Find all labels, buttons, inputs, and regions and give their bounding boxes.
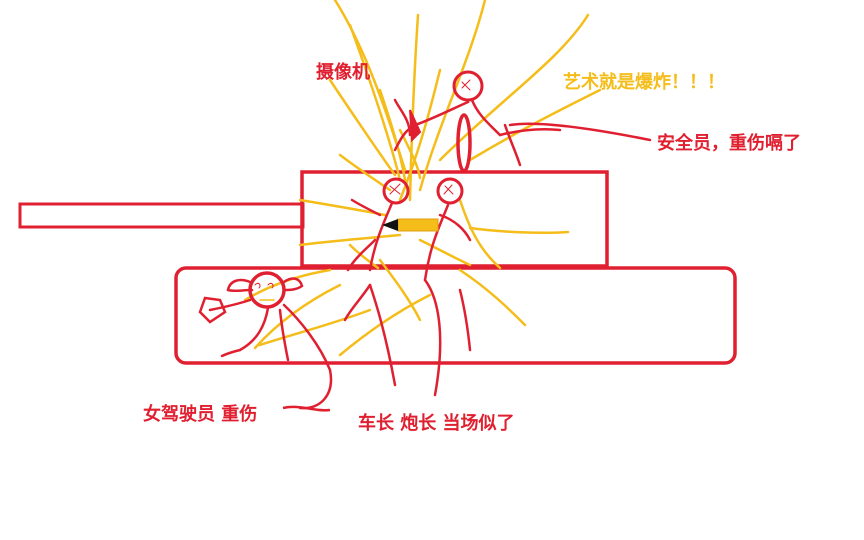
label-safety-officer: 安全员，重伤嗝了 bbox=[657, 133, 801, 154]
camera-icon bbox=[409, 109, 422, 143]
tank-hull bbox=[174, 266, 737, 365]
driver-pointer bbox=[282, 405, 331, 412]
driver-figure bbox=[198, 271, 333, 410]
gunner-figure bbox=[423, 177, 472, 397]
pencil-icon bbox=[382, 218, 439, 232]
tank-turret bbox=[300, 170, 609, 268]
label-camera: 摄像机 bbox=[316, 62, 370, 83]
label-commander-gunner: 车长 炮长 当场似了 bbox=[358, 413, 515, 434]
label-female-driver: 女驾驶员 重伤 bbox=[143, 404, 258, 425]
tank-barrel bbox=[18, 202, 305, 229]
label-art-is-explosion: 艺术就是爆炸！！！ bbox=[563, 72, 725, 93]
safety-officer-figure bbox=[393, 70, 652, 173]
commander-figure bbox=[343, 177, 410, 387]
explosion-lines bbox=[243, 0, 602, 357]
